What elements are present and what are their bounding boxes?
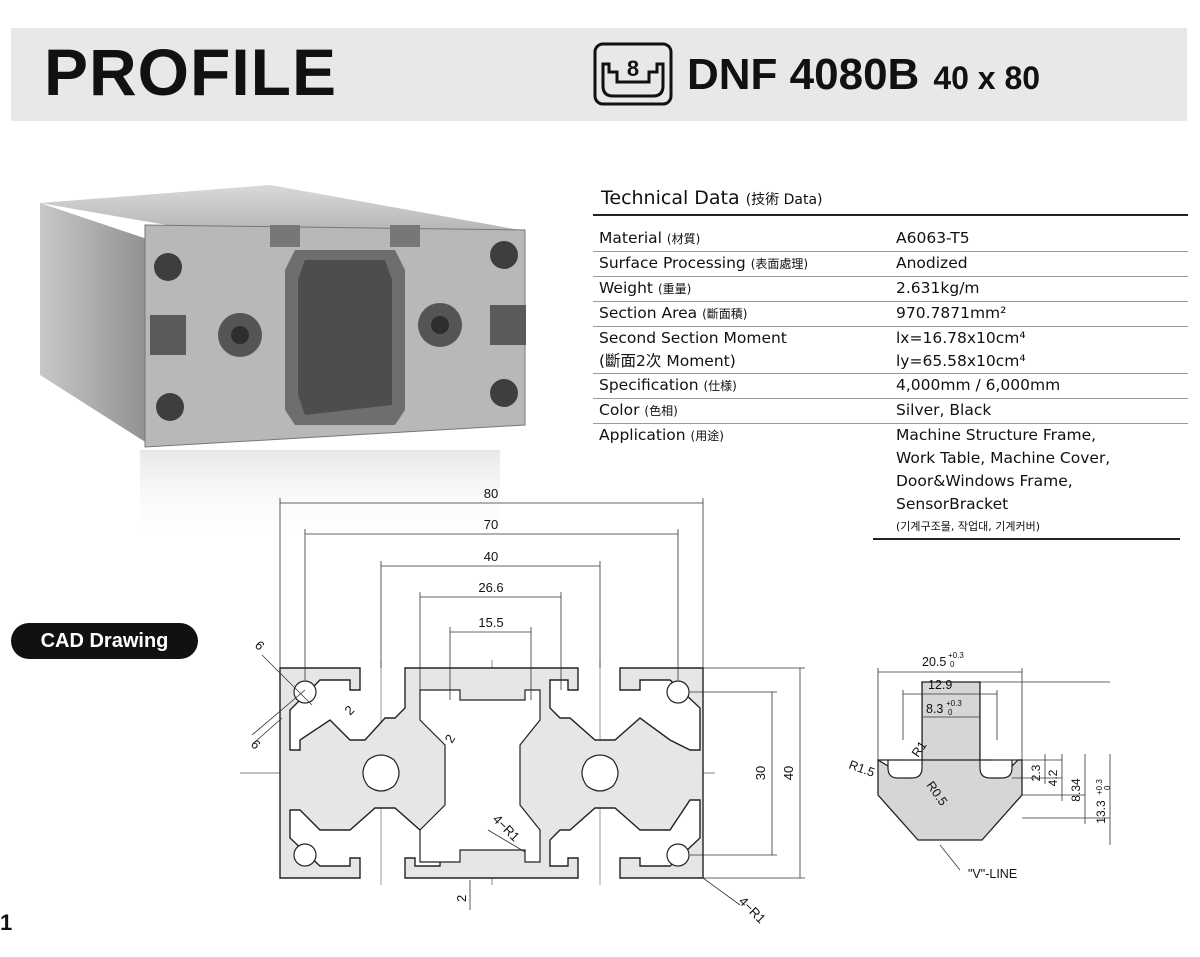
slot-width-12-9: 12.9 [928, 678, 952, 692]
slot-height-13-3: 13.3 [1094, 800, 1108, 824]
slot-width-8-3-tol: +0.3 [946, 699, 962, 708]
dim-6-top: 6 [252, 638, 268, 654]
dim-6-bottom: 6 [248, 737, 264, 753]
slot-height-4-2: 4.2 [1046, 769, 1060, 786]
dim-2-left: 2 [342, 702, 358, 718]
row-moment-y: (斷面2次 Moment) ly=65.58x10cm⁴ [593, 350, 1188, 374]
row-weight: Weight (重量) 2.631kg/m [593, 277, 1188, 302]
t-slot-8-icon: 8 [593, 42, 673, 106]
slot-detail-drawing: 20.5 +0.3 0 12.9 8.3 +0.3 0 R1.5 R1 R0.5… [847, 651, 1112, 881]
slot-width-20-5-tol2: 0 [950, 660, 955, 669]
dim-40-height: 40 [781, 766, 796, 780]
slot-height-13-3-tol2: 0 [1103, 785, 1112, 790]
v-line-label: "V"-LINE [968, 867, 1017, 881]
row-color: Color (色相) Silver, Black [593, 399, 1188, 424]
dim-26-6: 26.6 [478, 580, 503, 595]
row-surface: Surface Processing (表面處理) Anodized [593, 252, 1188, 277]
profile-photo [40, 185, 526, 545]
slot-width-20-5-tol: +0.3 [948, 651, 964, 660]
row-specification: Specification (仕様) 4,000mm / 6,000mm [593, 374, 1188, 399]
slot-width-20-5: 20.5 [922, 655, 946, 669]
dim-15-5: 15.5 [478, 615, 503, 630]
application-note: (기계구조물, 작업대, 기계커버) [896, 520, 1041, 533]
dim-80: 80 [484, 486, 498, 501]
row-moment-x: Second Section Moment lx=16.78x10cm⁴ [599, 329, 1026, 347]
slot-height-13-3-tol: +0.3 [1095, 779, 1104, 795]
radius-r1-5: R1.5 [847, 758, 877, 780]
dim-40: 40 [484, 549, 498, 564]
row-material: Material (材質) A6063-T5 [593, 227, 1188, 252]
dim-30: 30 [753, 766, 768, 780]
page-title: PROFILE [44, 35, 338, 109]
technical-data-table: Technical Data (技術 Data) Material (材質) A… [593, 185, 1188, 540]
slot-width-8-3: 8.3 [926, 702, 943, 716]
row-section-area: Section Area (斷面積) 970.7871mm² [593, 302, 1188, 327]
row-application: Application (用途) Machine Structure Frame… [599, 426, 1111, 513]
dim-70: 70 [484, 517, 498, 532]
cad-drawing-label: CAD Drawing [11, 623, 198, 659]
slot-height-8-34: 8.34 [1069, 778, 1083, 802]
slot-width-8-3-tol2: 0 [948, 708, 953, 717]
application-divider [873, 538, 1180, 540]
page-number: 1 [0, 910, 13, 935]
model-size: 40 x 80 [933, 60, 1041, 96]
radius-label-outer: 4−R1 [736, 894, 769, 927]
slot-height-2-3: 2.3 [1029, 764, 1043, 781]
logo-digit: 8 [627, 56, 639, 81]
technical-data-title: Technical Data (技術 Data) [593, 185, 1188, 216]
dim-2-bottom: 2 [454, 895, 469, 902]
